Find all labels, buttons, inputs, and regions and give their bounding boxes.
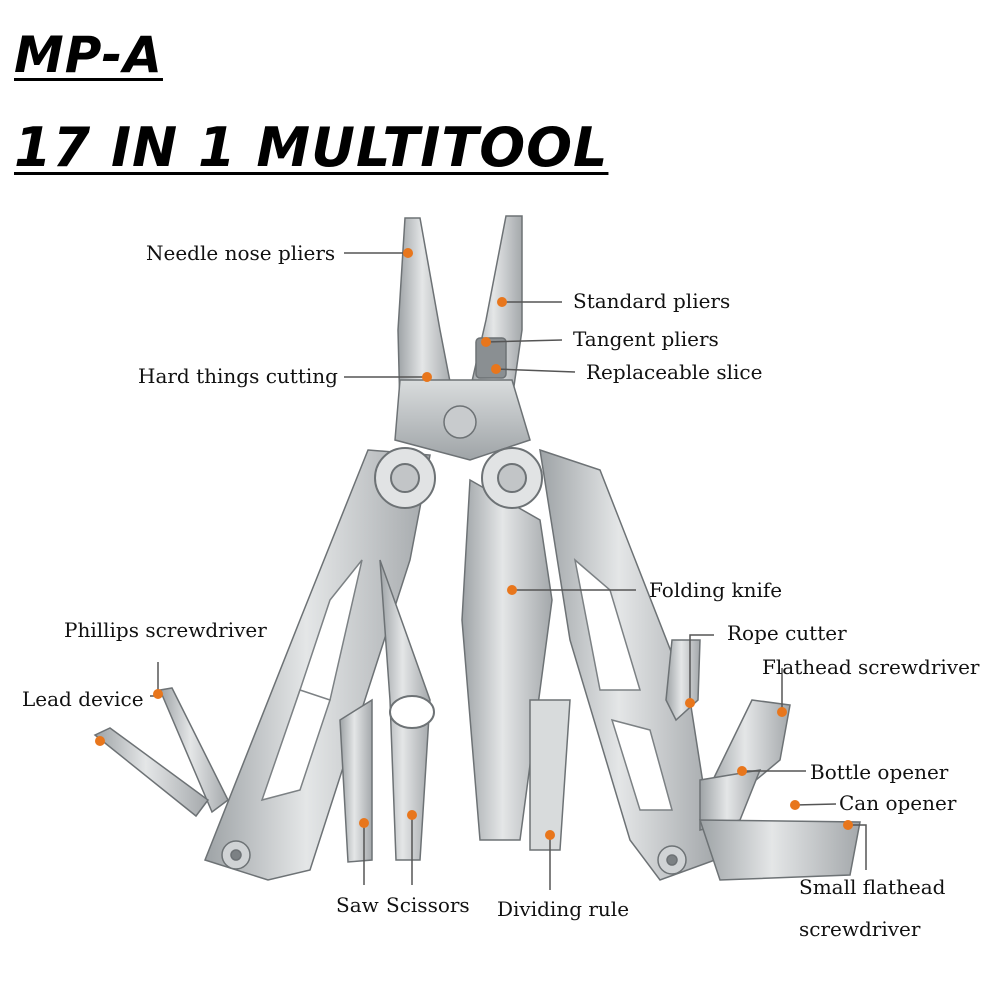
label-tangent-pliers: Tangent pliers xyxy=(573,327,719,351)
label-bottle-opener: Bottle opener xyxy=(810,760,949,784)
label-rope-cutter: Rope cutter xyxy=(727,621,847,645)
product-model-title: MP-A xyxy=(14,26,163,84)
pliers-jaws xyxy=(394,215,531,461)
callout-dots xyxy=(95,248,853,840)
label-needle-nose-pliers: Needle nose pliers xyxy=(146,241,336,265)
folding-knife-blade xyxy=(461,478,571,851)
label-scissors: Scissors xyxy=(386,893,470,917)
right-fold-tools xyxy=(665,639,861,881)
label-flathead-screwdriver: Flathead screwdriver xyxy=(762,655,980,679)
label-standard-pliers: Standard pliers xyxy=(573,289,731,313)
label-small-flathead-line2: screwdriver xyxy=(799,917,921,941)
right-handle xyxy=(539,448,716,881)
pivot-bolts xyxy=(374,447,543,509)
leader-lines xyxy=(150,252,867,890)
product-subtitle: 17 IN 1 MULTITOOL xyxy=(14,116,609,179)
label-folding-knife: Folding knife xyxy=(649,578,783,602)
label-saw: Saw xyxy=(336,893,379,917)
label-hard-things-cutting: Hard things cutting xyxy=(138,364,338,388)
left-handle xyxy=(204,449,431,881)
scissors-loop xyxy=(389,695,435,729)
label-can-opener: Can opener xyxy=(839,791,957,815)
label-lead-device: Lead device xyxy=(22,687,144,711)
label-phillips-screwdriver: Phillips screwdriver xyxy=(64,618,267,642)
label-dividing-rule: Dividing rule xyxy=(497,897,630,921)
label-small-flathead-line1: Small flathead xyxy=(799,875,946,899)
label-replaceable-slice: Replaceable slice xyxy=(586,360,763,384)
